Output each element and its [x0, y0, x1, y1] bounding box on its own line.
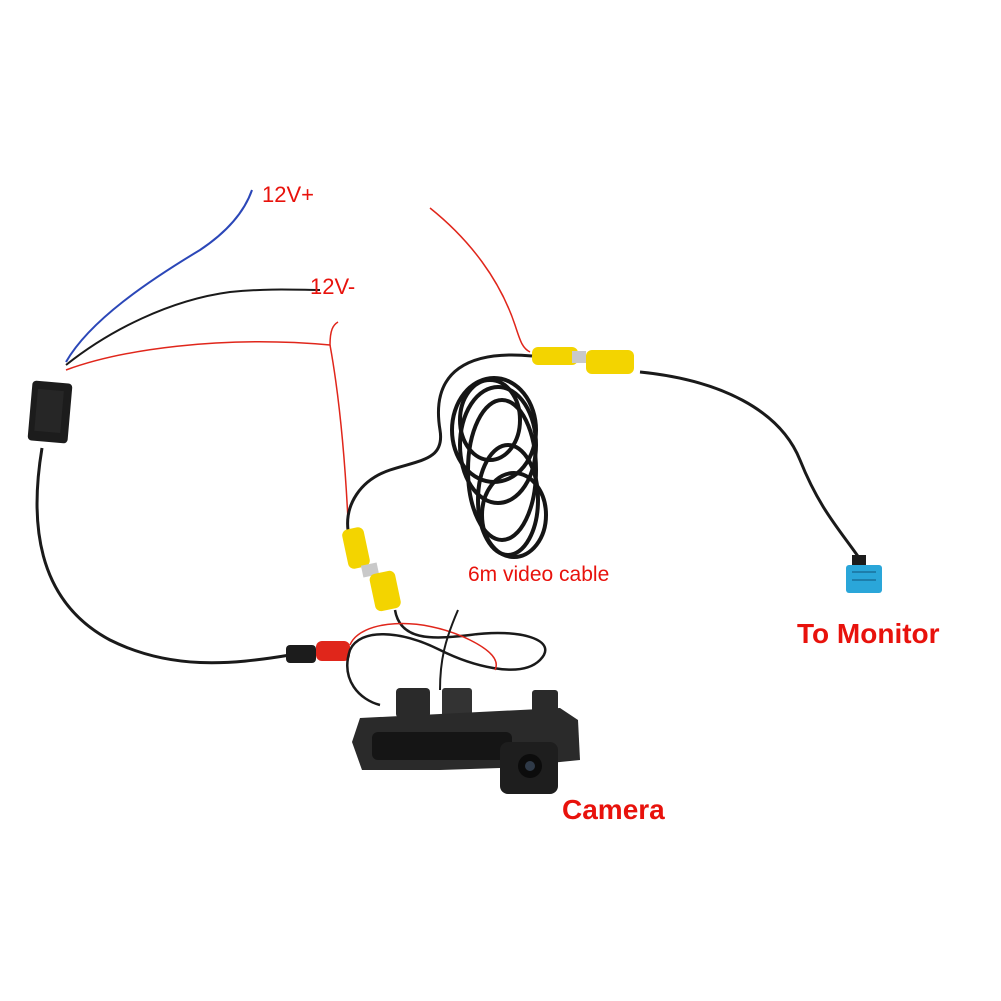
camera-red-loop	[349, 622, 497, 671]
cable-to-monitor	[639, 370, 864, 563]
label-12v-positive: 12V+	[262, 182, 314, 207]
cable-coil-icon	[450, 376, 548, 559]
rca-connector-lower-icon	[342, 527, 401, 612]
trunk-handle-camera-icon	[352, 688, 580, 794]
wire-12v-negative	[65, 288, 321, 366]
wire-module-to-camera	[35, 447, 291, 665]
label-video-cable: 6m video cable	[468, 563, 610, 586]
power-plug-icon	[286, 641, 350, 663]
label-12v-negative: 12V-	[310, 274, 356, 299]
camera-output-cable	[439, 609, 459, 691]
wire-red-trigger	[65, 321, 339, 371]
wire-red-trigger-down	[329, 344, 349, 521]
monitor-plug-icon	[846, 555, 882, 593]
rca-connector-icon	[532, 347, 634, 374]
label-camera: Camera	[562, 794, 665, 825]
label-to-monitor: To Monitor	[797, 618, 940, 649]
camera-cable-loop	[346, 609, 547, 707]
wire-12v-positive	[65, 189, 253, 363]
wire-red-monitor	[429, 207, 531, 353]
power-filter-module-icon	[27, 380, 73, 444]
module-label-text	[37, 392, 57, 428]
cable-upper-to-coil	[346, 353, 533, 531]
